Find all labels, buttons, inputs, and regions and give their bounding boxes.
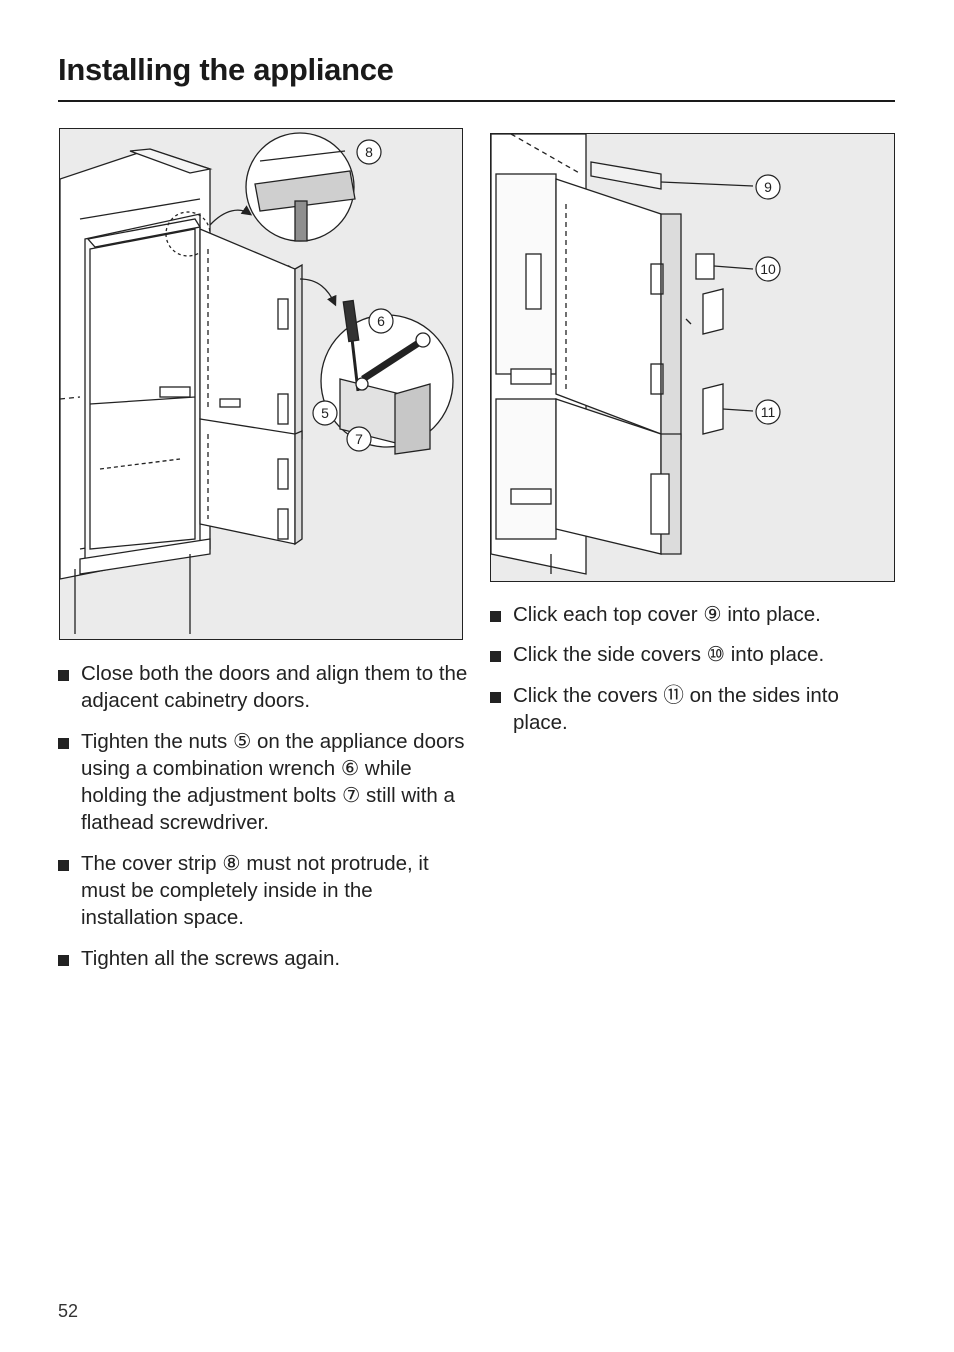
callout-9: 9 xyxy=(764,179,772,195)
step-close-doors: Close both the doors and align them to t… xyxy=(58,660,468,715)
callout-10: 10 xyxy=(760,261,776,277)
callout-8: 8 xyxy=(365,144,373,160)
callout-7: 7 xyxy=(355,431,363,447)
step-covers-sides: Click the covers ⑪ on the sides into pla… xyxy=(490,682,895,737)
step-top-cover: Click each top cover ⑨ into place. xyxy=(490,601,895,628)
illustration-covers: 9 10 11 xyxy=(490,133,895,582)
step-tighten-screws: Tighten all the screws again. xyxy=(58,945,468,972)
callout-5: 5 xyxy=(321,405,329,421)
step-side-covers: Click the side covers ⑩ into place. xyxy=(490,641,895,668)
callout-11: 11 xyxy=(761,404,776,420)
step-tighten-nuts: Tighten the nuts ⑤ on the appliance door… xyxy=(58,728,468,837)
illustration-door-alignment: 8 6 5 7 xyxy=(59,128,463,640)
title-divider xyxy=(58,100,895,102)
callout-6: 6 xyxy=(377,313,385,329)
steps-list-left: Close both the doors and align them to t… xyxy=(58,660,468,985)
steps-list-right: Click each top cover ⑨ into place. Click… xyxy=(490,601,895,749)
page-title: Installing the appliance xyxy=(58,52,394,87)
page-number: 52 xyxy=(58,1301,79,1321)
step-cover-strip: The cover strip ⑧ must not protrude, it … xyxy=(58,850,468,932)
